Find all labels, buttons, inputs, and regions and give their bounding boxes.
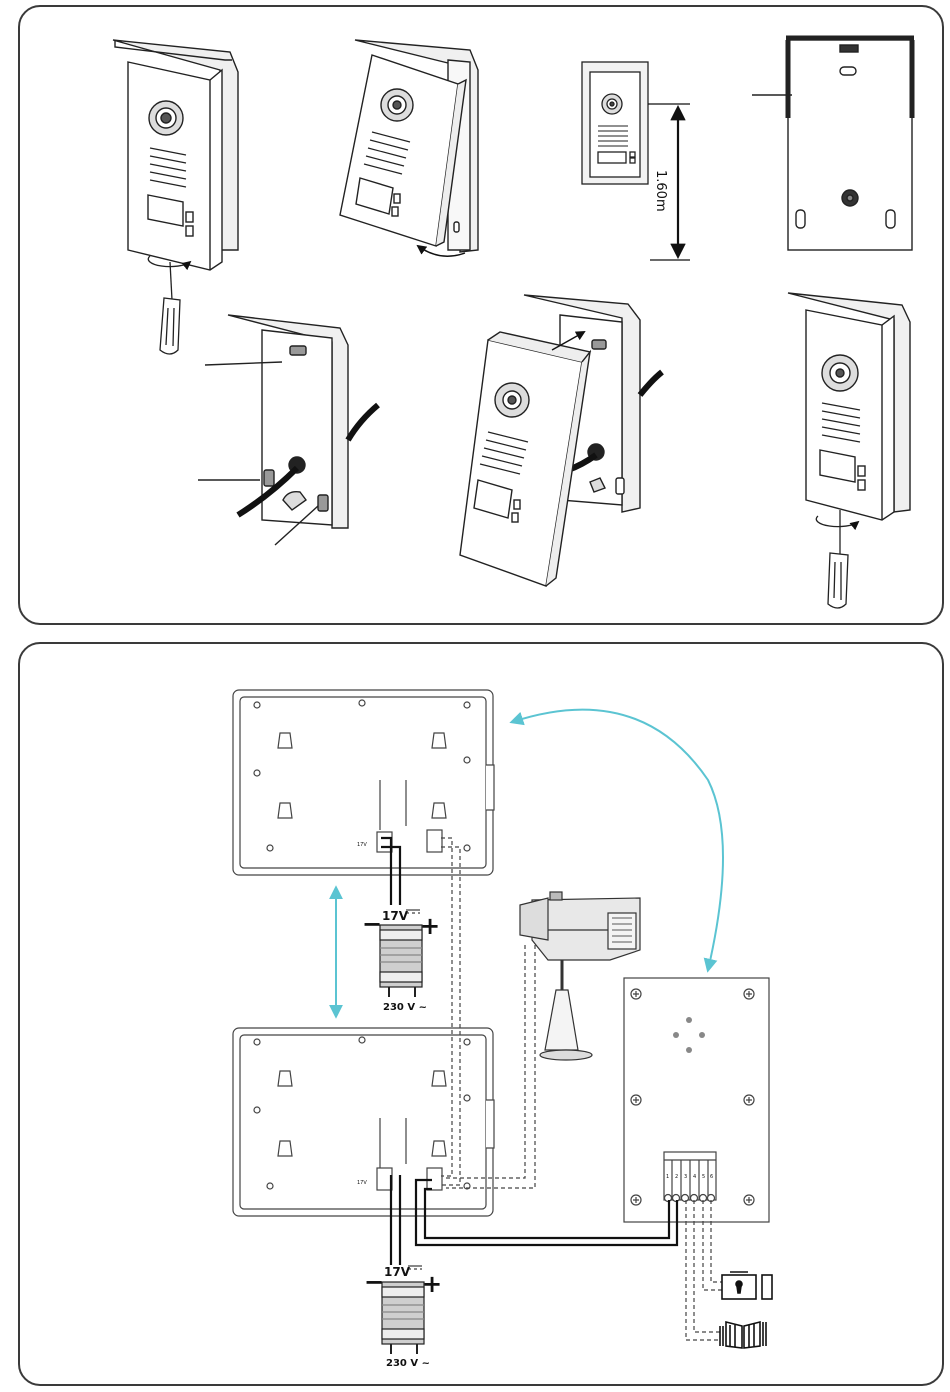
step1-door-station (113, 40, 238, 270)
door-station-backplate (624, 978, 769, 1222)
step2-remove-front (340, 40, 478, 252)
step3-mounting-height (582, 62, 648, 184)
psu1-voltage-dc: 17V (382, 909, 409, 923)
electric-lock-icon (722, 1272, 772, 1299)
terminal-4: 4 (693, 1174, 696, 1180)
monitor1-terminal-label: 17V (357, 842, 367, 848)
psu2-mains: 230 V ~ (386, 1358, 430, 1369)
psu1-transformer (380, 925, 422, 997)
step3-backplate (752, 38, 914, 250)
step4-backplate-wiring (198, 315, 378, 545)
terminal-5: 5 (702, 1174, 705, 1180)
step5-attach-front (460, 295, 662, 586)
screwdriver-icon-2 (816, 510, 858, 608)
psu2-transformer (382, 1282, 424, 1354)
psu2-plus: + (422, 1270, 442, 1298)
cctv-camera (520, 892, 640, 1060)
psu2-voltage-dc: 17V (384, 1265, 411, 1279)
screwdriver-icon (148, 256, 190, 354)
psu1-plus: + (420, 912, 440, 940)
terminal-6: 6 (710, 1174, 713, 1180)
monitor2-terminal-label: 17V (357, 1180, 367, 1186)
psu1-mains: 230 V ~ (383, 1002, 427, 1013)
step6-door-station-mounted (788, 293, 910, 520)
terminal-2: 2 (675, 1174, 678, 1180)
terminal-1: 1 (666, 1174, 669, 1180)
mounting-height-label: 1.60m (653, 170, 668, 212)
psu1-minus: − (362, 910, 382, 938)
gate-motor-icon (720, 1322, 766, 1348)
terminal-3: 3 (684, 1174, 687, 1180)
psu2-minus: − (364, 1268, 384, 1296)
